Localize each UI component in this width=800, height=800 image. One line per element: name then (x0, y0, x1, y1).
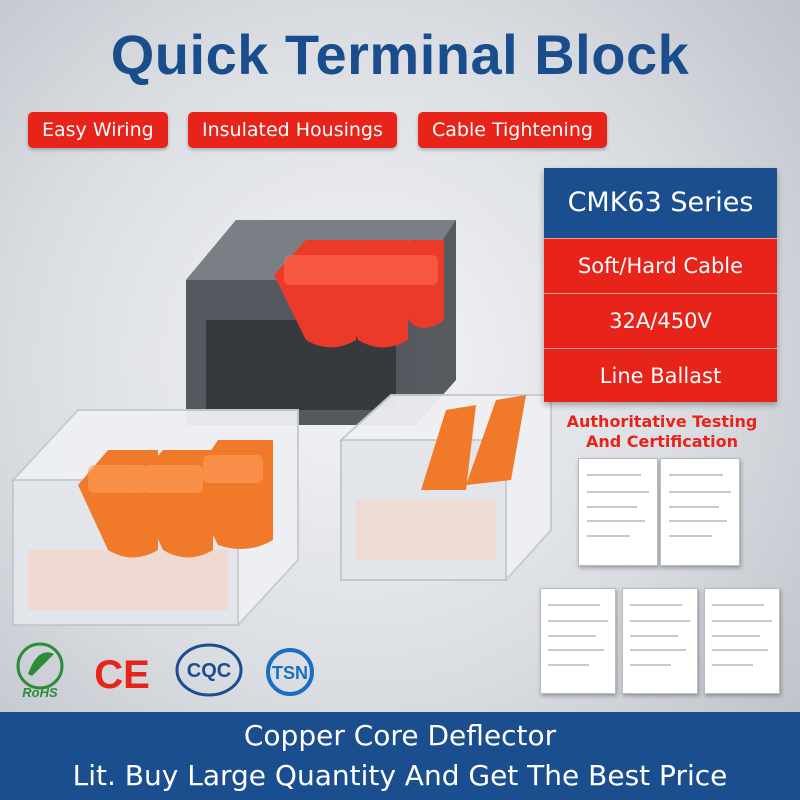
ce-logo: CE (94, 653, 150, 694)
certificate-document (578, 458, 658, 566)
badge-easy-wiring: Easy Wiring (28, 112, 168, 148)
svg-text:TSN: TSN (272, 663, 308, 683)
terminal-block-dark (186, 220, 456, 425)
terminal-block-clear-2 (340, 394, 552, 581)
certificate-document (704, 588, 780, 694)
badge-insulated-housings: Insulated Housings (188, 112, 397, 148)
terminal-block-clear-3 (12, 409, 299, 626)
svg-text:CE: CE (94, 653, 150, 694)
svg-text:RoHS: RoHS (22, 685, 58, 700)
svg-text:CQC: CQC (187, 660, 231, 682)
bottom-banner: Copper Core Deflector Lit. Buy Large Qua… (0, 712, 800, 800)
certification-line-1: Authoritative Testing (566, 412, 758, 431)
certificate-document (660, 458, 740, 566)
page-title: Quick Terminal Block (110, 23, 690, 86)
spec-row-rating: 32A/450V (544, 293, 777, 348)
certification-heading: Authoritative Testing And Certification (552, 412, 772, 452)
badge-cable-tightening: Cable Tightening (418, 112, 607, 148)
rohs-logo: RoHS (16, 642, 64, 700)
certificate-document (540, 588, 616, 694)
spec-row-cable: Soft/Hard Cable (544, 238, 777, 293)
cqc-logo: CQC (175, 643, 243, 697)
spec-panel: CMK63 Series Soft/Hard Cable 32A/450V Li… (544, 168, 777, 402)
certificate-document (622, 588, 698, 694)
tsn-logo: TSN (266, 648, 314, 696)
spec-row-ballast: Line Ballast (544, 348, 777, 403)
spec-series-header: CMK63 Series (544, 168, 777, 238)
bottom-line-1: Copper Core Deflector (243, 719, 557, 752)
bottom-line-2: Lit. Buy Large Quantity And Get The Best… (72, 759, 728, 792)
certification-line-2: And Certification (585, 432, 739, 451)
